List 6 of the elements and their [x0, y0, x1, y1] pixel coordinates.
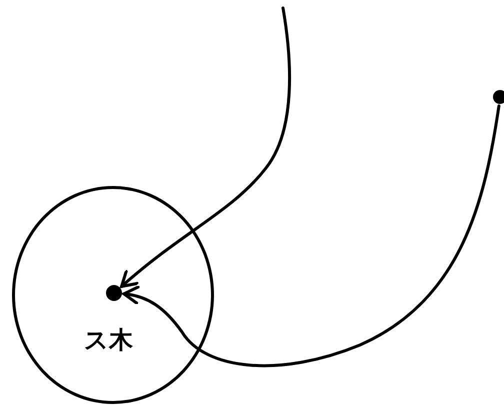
dot: [493, 90, 504, 104]
curved-arrow: [120, 6, 292, 288]
circle-outline: [12, 186, 214, 404]
curved-arrow: [122, 104, 500, 368]
dot: [106, 285, 122, 301]
handwritten-label: ス木: [84, 328, 133, 352]
